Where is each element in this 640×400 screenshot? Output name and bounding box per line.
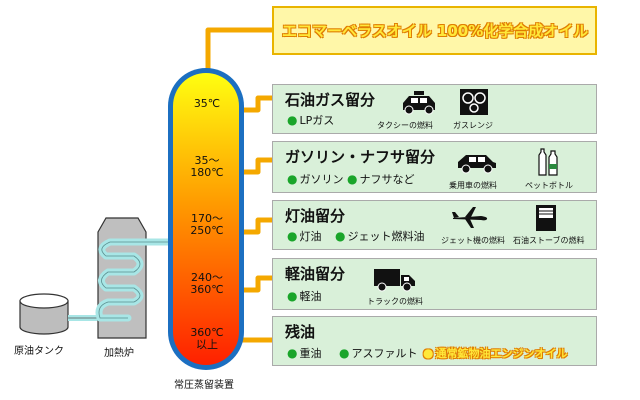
fraction-item: ●ジェット燃料油 [335, 229, 425, 243]
heating-furnace [95, 217, 174, 339]
pipe-lpg [240, 95, 272, 113]
icon-caption: ジェット機の燃料 [441, 236, 505, 245]
fraction-box-kerosene: 灯油留分 ●灯油 ●ジェット燃料油 ジェット機の燃料 石油ストーブの燃料 [272, 200, 597, 250]
icon-caption: 石油ストーブの燃料 [513, 236, 585, 245]
fraction-item: ●灯油 [287, 229, 322, 243]
pipe-diesel [240, 275, 272, 293]
gas-stove-icon [460, 89, 488, 115]
car-icon [458, 155, 496, 174]
fraction-item: ●アスファルト [339, 346, 418, 360]
fraction-item: ●LPガス [287, 113, 335, 127]
fraction-pipes [205, 27, 272, 343]
icon-caption: ガスレンジ [453, 121, 493, 130]
fraction-box-diesel: 軽油留分 ●軽油 トラックの燃料 [272, 258, 597, 310]
taxi-icon [403, 91, 435, 115]
fraction-title: 灯油留分 [285, 207, 346, 225]
fraction-item: ●重油 [287, 346, 322, 360]
pet-bottle-icon [538, 148, 558, 176]
icon-caption: トラックの燃料 [367, 297, 423, 306]
fraction-item: ●ガソリン [287, 172, 344, 186]
icon-caption: 乗用車の燃料 [449, 181, 497, 190]
temp-label-1: 35℃ [193, 97, 221, 110]
distillation-tower [168, 68, 244, 370]
furnace-label: 加熱炉 [104, 348, 134, 359]
fraction-item: ●ナフサなど [347, 172, 415, 186]
fraction-title: 残油 [285, 323, 316, 341]
product-box-top: エコマーベラスオイル 100%化学合成オイル [272, 6, 597, 55]
icon-caption: タクシーの燃料 [377, 121, 433, 130]
fraction-box-lpg: 石油ガス留分 ●LPガス タクシーの燃料 ガスレンジ [272, 84, 597, 134]
fraction-box-residue: 残油 ●重油 ●アスファルト ●通常鉱物油エンジンオイル [272, 316, 597, 366]
temp-label-4: 240～360℃ [190, 271, 224, 296]
fraction-title: ガソリン・ナフサ留分 [285, 148, 436, 166]
fraction-item: ●軽油 [287, 289, 322, 303]
pipe-gasoline [240, 157, 272, 175]
highlight-engine-oil: ●通常鉱物油エンジンオイル [423, 346, 568, 360]
temp-label-3: 170～250℃ [190, 212, 224, 237]
fraction-title: 軽油留分 [285, 265, 346, 283]
pipe-top [205, 27, 272, 72]
product-top-label: エコマーベラスオイル 100%化学合成オイル [282, 22, 589, 40]
pipe-kerosene [240, 217, 272, 235]
crude-tank [19, 293, 69, 335]
tower-label: 常圧蒸留装置 [174, 380, 234, 391]
fraction-box-gasoline: ガソリン・ナフサ留分 ●ガソリン ●ナフサなど 乗用車の燃料 ペットボトル [272, 141, 597, 193]
icon-caption: ペットボトル [525, 181, 573, 190]
fraction-title: 石油ガス留分 [285, 91, 376, 109]
airplane-icon [452, 207, 488, 228]
kerosene-stove-icon [536, 205, 556, 231]
temp-label-2: 35～180℃ [190, 154, 224, 179]
tank-label: 原油タンク [14, 346, 64, 357]
truck-icon [374, 269, 415, 292]
